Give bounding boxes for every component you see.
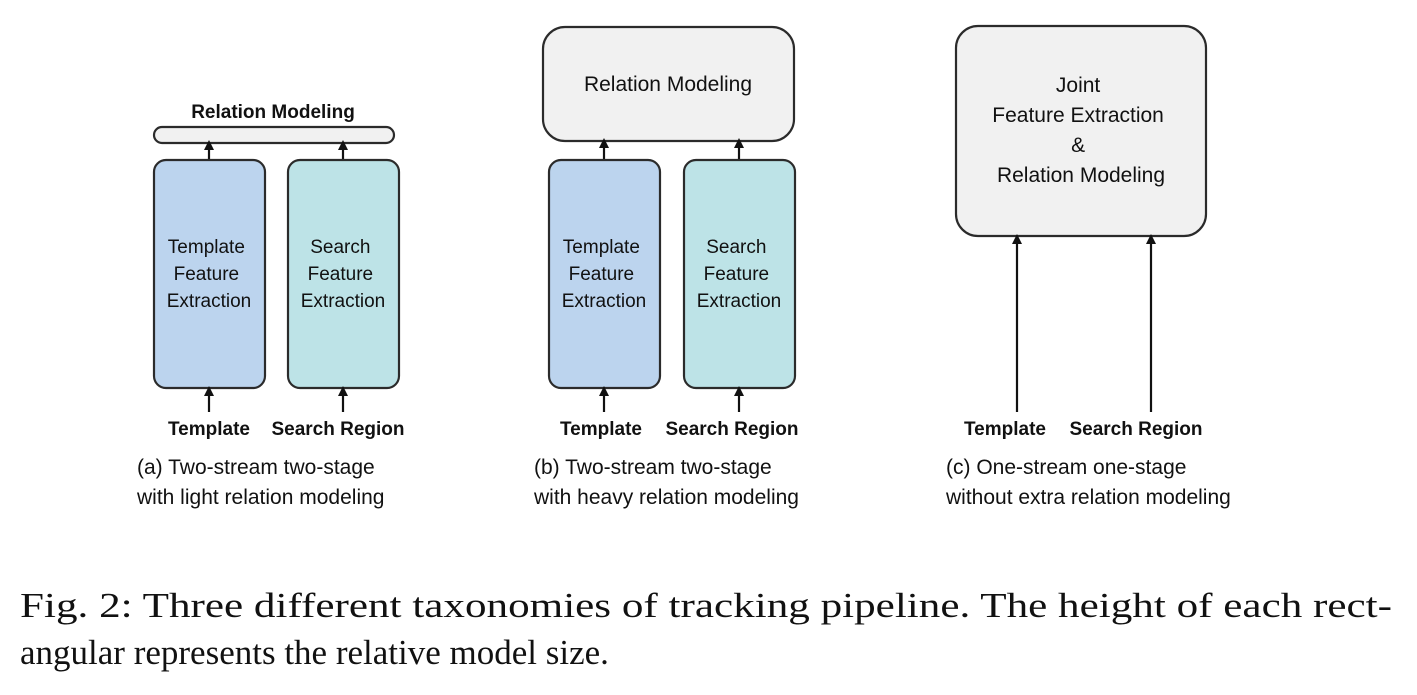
panel-a-template-input-label: Template <box>168 419 250 440</box>
panel-c-search-input-label: Search Region <box>1069 419 1202 440</box>
panel-a-caption: (a) Two-stream two-stage with light rela… <box>136 456 384 509</box>
panel-c-caption: (c) One-stream one-stage without extra r… <box>945 456 1231 509</box>
panel-a-search-input-label: Search Region <box>271 419 404 440</box>
panel-a: Relation Modeling Template Feature Extra… <box>136 102 405 509</box>
panel-b-relation-box <box>541 25 796 143</box>
panel-b-template-input-label: Template <box>560 419 642 440</box>
figure-caption: Fig. 2: Three different taxonomies of tr… <box>20 586 1401 672</box>
panel-c: Joint Feature Extraction & Relation Mode… <box>945 24 1231 509</box>
panel-b-template-feature-label: Template Feature Extraction <box>562 237 646 312</box>
panel-a-template-feature-label: Template Feature Extraction <box>167 237 251 312</box>
panel-b-caption: (b) Two-stream two-stage with heavy rela… <box>533 456 799 509</box>
panel-b-search-input-label: Search Region <box>665 419 798 440</box>
panel-a-search-feature-label: Search Feature Extraction <box>301 237 385 312</box>
panel-c-joint-box <box>954 24 1208 238</box>
panel-b: Relation Modeling Template Feature Extra… <box>533 25 799 509</box>
panel-b-relation-label: Relation Modeling <box>584 73 752 96</box>
panel-c-template-input-label: Template <box>964 419 1046 440</box>
panel-a-relation-box <box>152 125 396 145</box>
panel-a-relation-label: Relation Modeling <box>191 102 355 123</box>
panel-b-search-feature-label: Search Feature Extraction <box>697 237 781 312</box>
panel-c-joint-label: Joint Feature Extraction & Relation Mode… <box>992 74 1169 187</box>
